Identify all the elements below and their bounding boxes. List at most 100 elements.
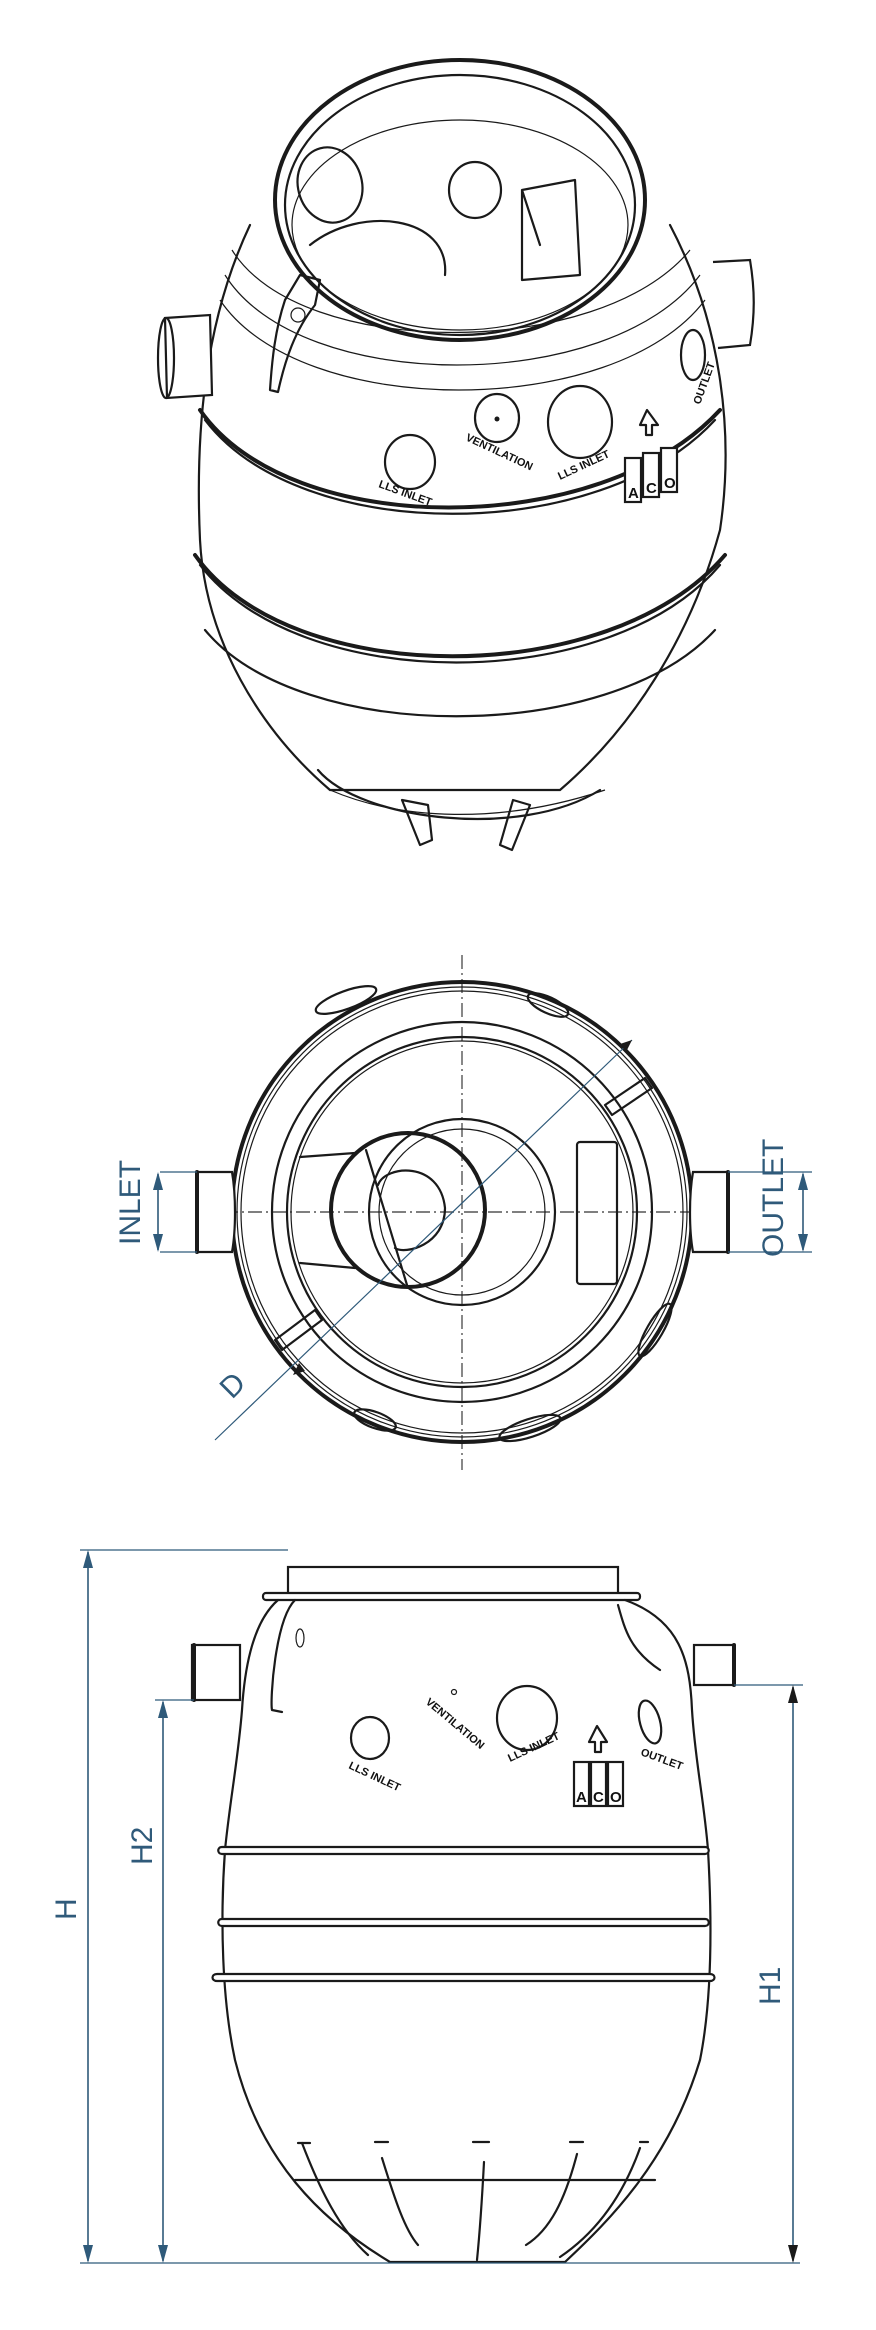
elevation-ls-inlet-small-label: LLS INLET bbox=[347, 1760, 403, 1794]
elevation-ventilation-label: VENTILATION bbox=[423, 1696, 486, 1752]
neck-collar bbox=[286, 1565, 620, 1597]
h2-arrow-top bbox=[158, 1700, 168, 1718]
neck-band-1 bbox=[231, 249, 691, 334]
inlet-dim-arrow-top bbox=[153, 1172, 163, 1190]
base-skirt bbox=[316, 768, 602, 821]
elevation-handle-left bbox=[270, 1598, 297, 1714]
elevation-view: LLS INLET VENTILATION LLS INLET A C O OU… bbox=[50, 1549, 803, 2264]
outlet-dim-arrow-bottom bbox=[798, 1234, 808, 1252]
top-rim-inner bbox=[283, 73, 637, 337]
shell-slot-bottom-right bbox=[498, 1413, 562, 1443]
base-foot-right bbox=[498, 798, 532, 852]
top-rim-lip bbox=[291, 119, 629, 331]
neck-flange bbox=[261, 1591, 642, 1602]
h2-arrow-bottom bbox=[158, 2245, 168, 2263]
elevation-outlet-marker-label: OUTLET bbox=[639, 1747, 685, 1773]
central-chamber-inner bbox=[378, 1128, 546, 1296]
handle-hole bbox=[290, 307, 306, 323]
outlet-dim-arrow-top bbox=[798, 1172, 808, 1190]
inlet-spigot bbox=[163, 313, 214, 400]
aco-letter-c: C bbox=[646, 480, 657, 497]
ls-inlet-small-port bbox=[383, 433, 437, 491]
neck-ring-lip bbox=[290, 1040, 634, 1384]
inlet-chamber bbox=[329, 1131, 487, 1289]
interior-opening-right bbox=[447, 160, 503, 220]
elevation-aco-logo: A C O bbox=[572, 1760, 625, 1808]
plan-outlet-spigot bbox=[688, 1170, 730, 1254]
elevation-rib-3 bbox=[211, 1972, 716, 1983]
elevation-aco-letter-c: C bbox=[593, 1789, 604, 1806]
elevation-ventilation-dot bbox=[450, 1688, 458, 1696]
outlet-dimension-label: OUTLET bbox=[757, 1139, 790, 1257]
shell-slot-bottom-left bbox=[353, 1408, 397, 1432]
outer-shell-ring-2 bbox=[236, 986, 688, 1438]
interior-opening-left bbox=[296, 146, 364, 224]
elevation-body-outline bbox=[221, 1598, 712, 2264]
plan-inlet-spigot bbox=[195, 1170, 237, 1254]
top-rim-outer bbox=[273, 58, 647, 342]
h1-arrow-bottom bbox=[788, 2245, 798, 2263]
aco-logo: A C O bbox=[623, 446, 679, 504]
base-foot-left bbox=[400, 798, 434, 847]
rib-2-inner bbox=[198, 563, 722, 664]
elevation-ls-inlet-small-port bbox=[349, 1715, 391, 1761]
elevation-aco-letter-o: O bbox=[610, 1789, 622, 1806]
ventilation-dot bbox=[494, 416, 500, 422]
h-arrow-top bbox=[83, 1550, 93, 1568]
h1-arrow-top bbox=[788, 1685, 798, 1703]
inlet-pipe-duct bbox=[298, 1151, 357, 1270]
elevation-outlet-spigot bbox=[692, 1643, 736, 1687]
outlet-spigot bbox=[712, 258, 755, 350]
shell-slot-top-left bbox=[314, 985, 378, 1015]
diameter-dimension-line bbox=[214, 1039, 633, 1441]
elevation-outlet-marker-ring bbox=[637, 1699, 663, 1745]
elevation-ls-inlet-large-port bbox=[495, 1684, 559, 1752]
isometric-view: OUTLET LLS INLET VENTILATION LLS INLET A… bbox=[156, 58, 755, 852]
ls-inlet-large-port bbox=[546, 384, 614, 460]
inlet-dimension-label: INLET bbox=[114, 1160, 147, 1245]
overall-height-label: H bbox=[50, 1898, 83, 1920]
central-chamber-outer bbox=[367, 1117, 557, 1307]
elevation-flow-arrow-icon bbox=[587, 1724, 609, 1754]
support-strut-lower bbox=[273, 1308, 324, 1352]
ventilation-port bbox=[473, 392, 521, 444]
rib-2 bbox=[193, 553, 727, 659]
support-strut-upper bbox=[603, 1076, 654, 1117]
inlet-spigot-face bbox=[156, 316, 176, 400]
h-arrow-bottom bbox=[83, 2245, 93, 2263]
diameter-label: D bbox=[214, 1366, 253, 1405]
ventilation-label: VENTILATION bbox=[464, 432, 535, 474]
outlet-height-label: H1 bbox=[754, 1967, 787, 2005]
elevation-inlet-spigot bbox=[190, 1643, 242, 1702]
inlet-height-label: H2 bbox=[126, 1827, 159, 1865]
diameter-arrow-bottom bbox=[293, 1363, 305, 1375]
elevation-rib-1 bbox=[217, 1845, 710, 1856]
diameter-arrow-top bbox=[620, 1040, 632, 1052]
neck-ring-outer bbox=[270, 1020, 654, 1404]
base-rail bbox=[329, 789, 606, 816]
outlet-marker-label: OUTLET bbox=[692, 360, 718, 406]
neck-band-3 bbox=[219, 299, 706, 391]
inlet-dim-arrow-bottom bbox=[153, 1234, 163, 1252]
aco-letter-a: A bbox=[628, 485, 639, 502]
inlet-dip-pipe bbox=[376, 1169, 447, 1252]
lifting-handle bbox=[268, 273, 322, 394]
base-feet bbox=[293, 2140, 657, 2262]
neck-ring-inner bbox=[285, 1035, 639, 1389]
outer-shell-ring-3 bbox=[240, 990, 684, 1434]
outlet-box bbox=[575, 1140, 619, 1286]
elevation-rib-2 bbox=[217, 1917, 710, 1928]
interior-chamber-arc bbox=[308, 219, 447, 277]
neck-band-2 bbox=[224, 274, 701, 366]
rib-3 bbox=[203, 628, 717, 718]
elevation-handle-hole bbox=[295, 1628, 305, 1648]
elevation-handle-right bbox=[616, 1603, 662, 1672]
aco-letter-o: O bbox=[664, 475, 676, 492]
interior-baffle bbox=[520, 178, 582, 282]
flow-arrow-icon bbox=[638, 408, 660, 437]
outlet-marker-ring bbox=[679, 328, 707, 382]
elevation-aco-letter-a: A bbox=[576, 1789, 587, 1806]
shell-slot-top-right bbox=[526, 992, 570, 1018]
plan-view: D INLET OUTLET bbox=[114, 955, 812, 1470]
